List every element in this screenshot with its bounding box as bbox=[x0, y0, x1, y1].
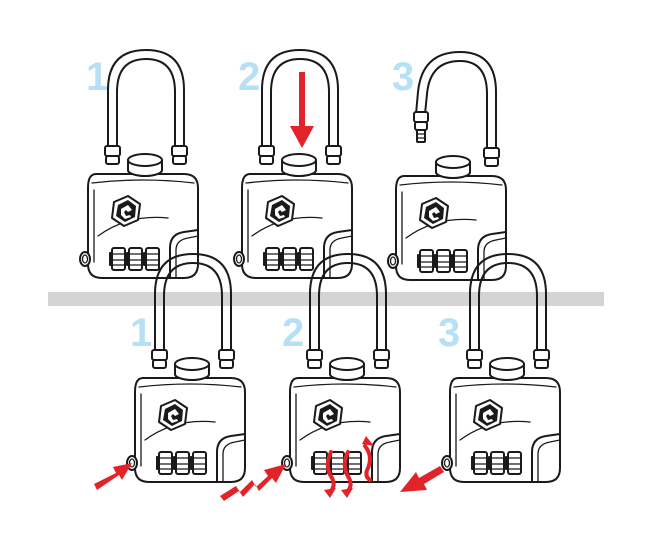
push-down-arrow bbox=[290, 72, 314, 148]
row-separator bbox=[48, 292, 604, 306]
step-number: 1 bbox=[130, 311, 152, 355]
bottom-step-3: 3 bbox=[400, 253, 561, 492]
release-button-arrow bbox=[400, 466, 444, 492]
turn-dials-arrows bbox=[324, 436, 374, 498]
hold-button-arrow bbox=[220, 464, 286, 501]
step-number: 2 bbox=[282, 311, 304, 355]
bottom-step-2: 2 bbox=[220, 253, 401, 501]
padlock bbox=[281, 253, 401, 483]
top-step-2: 2 bbox=[233, 49, 353, 279]
bottom-step-1: 1 bbox=[94, 253, 246, 490]
step-number: 1 bbox=[86, 55, 108, 99]
step-number: 2 bbox=[238, 55, 260, 99]
step-number: 3 bbox=[438, 311, 460, 355]
padlock bbox=[126, 253, 246, 483]
step-number: 3 bbox=[392, 55, 414, 99]
top-step-1: 1 bbox=[79, 49, 199, 279]
top-step-3: 3 bbox=[387, 51, 507, 281]
padlock bbox=[441, 253, 561, 483]
press-side-button-arrow bbox=[94, 463, 132, 490]
